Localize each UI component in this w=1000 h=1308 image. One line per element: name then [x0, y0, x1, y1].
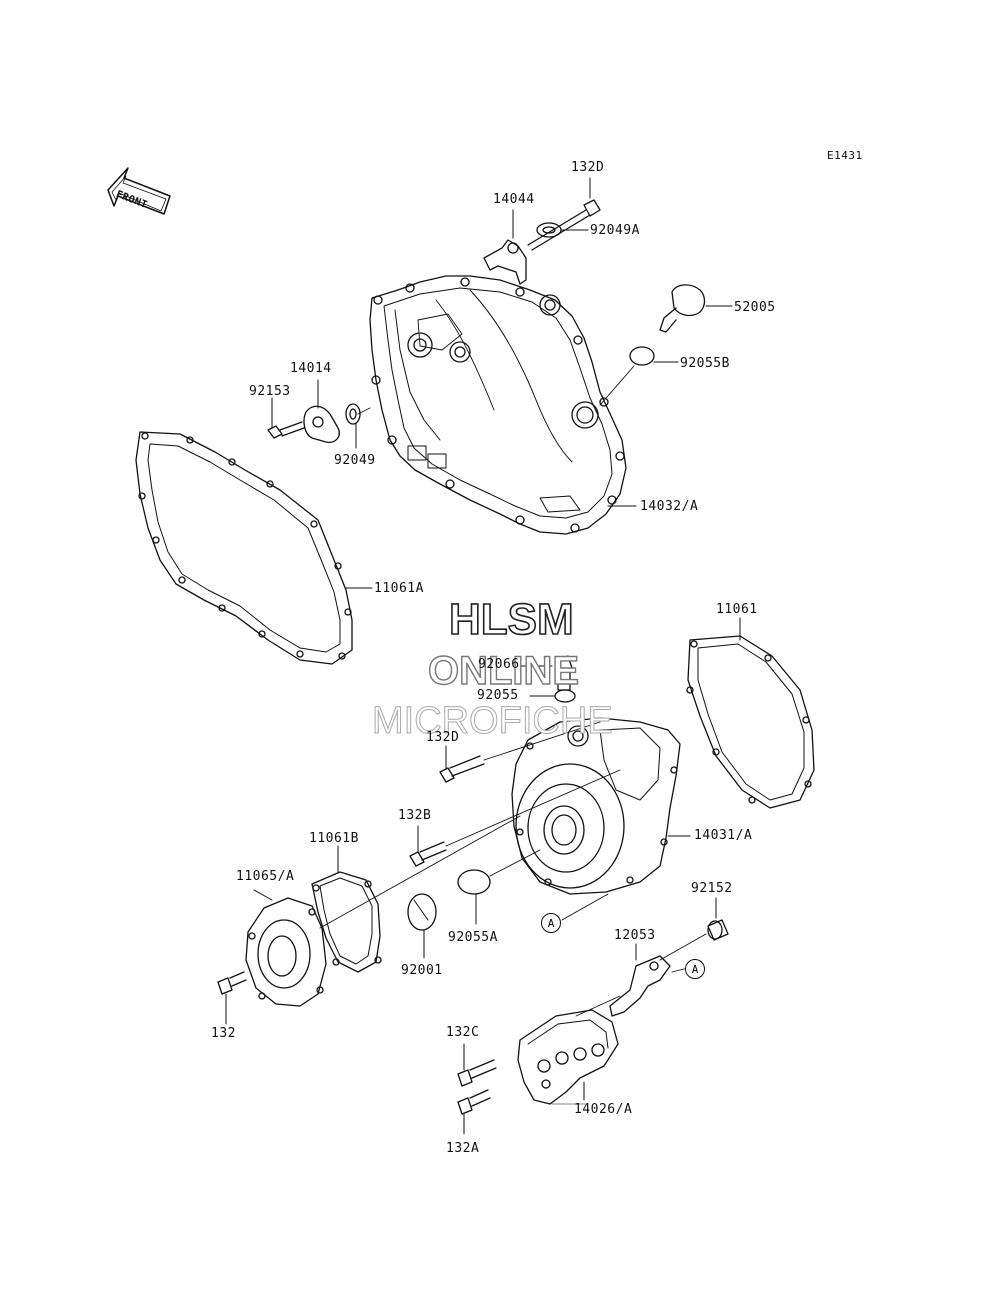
part-label-132d-mid[interactable]: 132D: [426, 730, 460, 745]
part-label-11061b[interactable]: 11061B: [309, 831, 359, 846]
part-label-92153[interactable]: 92153: [249, 384, 291, 399]
watermark-line3: MICROFICHE: [372, 700, 614, 742]
seal-92049: [345, 403, 371, 449]
part-label-92001[interactable]: 92001: [401, 963, 443, 978]
gasket-11061a: [135, 431, 373, 665]
part-label-132[interactable]: 132: [211, 1026, 236, 1041]
bolt-132d-top: [527, 177, 601, 251]
o-ring-92055b: [599, 346, 679, 406]
part-label-92055b[interactable]: 92055B: [680, 356, 730, 371]
bracket-12053: [609, 943, 689, 1017]
collar-92152: [659, 897, 729, 961]
part-label-14031a[interactable]: 14031/A: [694, 828, 753, 843]
part-label-14032a[interactable]: 14032/A: [640, 499, 699, 514]
part-label-132b[interactable]: 132B: [398, 808, 432, 823]
part-label-92055[interactable]: 92055: [477, 688, 519, 703]
part-label-14026a[interactable]: 14026/A: [574, 1102, 633, 1117]
bracket-14044: [483, 209, 527, 285]
part-label-11065a[interactable]: 11065/A: [236, 869, 295, 884]
guard-14026a: [517, 995, 621, 1105]
o-ring-92055a: [457, 849, 541, 925]
part-label-11061a[interactable]: 11061A: [374, 581, 424, 596]
diagram-code: E1431: [827, 149, 863, 162]
part-label-92066[interactable]: 92066: [478, 657, 520, 672]
bolt-132b: [409, 769, 621, 867]
cap-92001: [407, 893, 437, 959]
bolt-92153: [267, 397, 305, 439]
plate-14014: [303, 379, 340, 443]
part-label-92055a[interactable]: 92055A: [448, 930, 498, 945]
part-label-52005[interactable]: 52005: [734, 300, 776, 315]
part-label-12053[interactable]: 12053: [614, 928, 656, 943]
seal-92049a: [536, 222, 589, 238]
gasket-11061: [686, 617, 815, 809]
front-arrow-icon: [107, 167, 171, 215]
watermark-line2: ONLINE: [427, 649, 580, 693]
part-label-92152[interactable]: 92152: [691, 881, 733, 896]
generator-cover-14031a: [511, 717, 691, 895]
bolt-132a: [457, 1089, 491, 1135]
ref-mark-a-left: A: [541, 913, 561, 933]
o-ring-92055: [529, 689, 576, 703]
part-label-92049a[interactable]: 92049A: [590, 223, 640, 238]
watermark-line1: HLSM: [448, 595, 574, 644]
bolt-132: [217, 971, 247, 1025]
bolt-132c: [457, 1043, 497, 1087]
clutch-cover-14032a: [369, 275, 627, 535]
part-label-132d-top[interactable]: 132D: [571, 160, 605, 175]
part-label-11061[interactable]: 11061: [716, 602, 758, 617]
part-label-132a[interactable]: 132A: [446, 1141, 480, 1156]
part-label-14044[interactable]: 14044: [493, 192, 535, 207]
bolt-132d-mid: [439, 721, 601, 783]
oil-filler-cap-52005: [659, 284, 733, 333]
cover-11065a: [245, 815, 521, 1007]
part-label-132c[interactable]: 132C: [446, 1025, 480, 1040]
gasket-11061b: [311, 845, 382, 973]
ref-mark-a-right: A: [685, 959, 705, 979]
part-label-14014[interactable]: 14014: [290, 361, 332, 376]
part-label-92049[interactable]: 92049: [334, 453, 376, 468]
